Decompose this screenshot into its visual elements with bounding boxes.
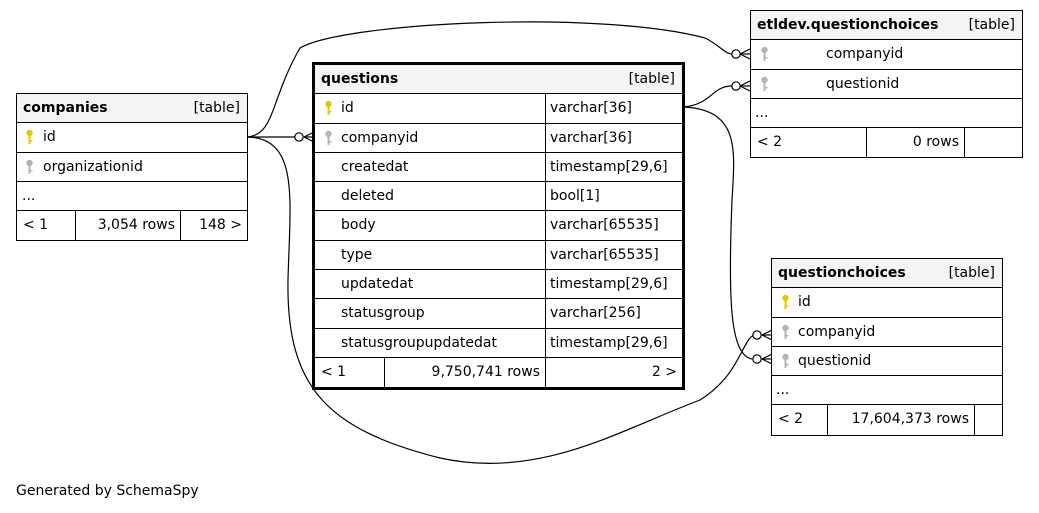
generated-by-credit: Generated by SchemaSpy [16,483,199,499]
row-count: 3,054 rows [75,211,180,241]
prev-count: < 1 [23,217,49,234]
column-type: timestamp[29,6] [545,328,668,357]
column-row[interactable]: createdat timestamp[29,6] [315,152,682,183]
table-header[interactable]: etldev.questionchoices [table] [751,11,1022,41]
column-type: bool[1] [545,182,600,211]
index-key-icon [782,353,789,368]
column-name: body [341,217,376,234]
prev-count: < 2 [778,411,804,428]
column-name: deleted [341,188,394,205]
column-type: varchar[256] [545,299,641,328]
table-name: questionchoices [778,265,906,281]
primary-key-icon [26,130,33,145]
table-name: etldev.questionchoices [757,17,939,33]
table-companies[interactable]: companies [table] id organizationid ... … [16,93,248,242]
column-name: companyid [341,129,419,146]
primary-key-icon [782,295,789,310]
column-type: timestamp[29,6] [545,270,668,299]
row-count: 9,750,741 rows [384,357,545,388]
column-row[interactable]: companyid varchar[36] [315,123,682,153]
table-kind: [table] [968,17,1015,33]
next-count [974,405,1002,435]
column-type: varchar[36] [545,94,632,123]
index-key-icon [782,324,789,339]
row-count: 17,604,373 rows [827,405,974,435]
column-name: id [341,100,354,117]
table-kind: [table] [948,265,995,281]
column-row[interactable]: companyid [772,318,1002,347]
column-name: type [341,246,373,263]
column-row[interactable]: companyid [751,40,1022,70]
table-footer: < 2 0 rows [751,128,1022,158]
table-questions[interactable]: questions [table] id varchar[36] company… [312,62,685,391]
index-key-icon [761,47,768,62]
column-name: updatedat [341,276,414,293]
column-row[interactable]: id varchar[36] [315,94,682,124]
column-type: varchar[65535] [545,211,659,240]
column-row[interactable]: type varchar[65535] [315,240,682,271]
edge-questions-etldev-questionchoices [683,85,733,108]
column-row[interactable]: statusgroup varchar[256] [315,299,682,329]
column-row[interactable]: id [17,123,247,153]
column-name: questionid [798,352,872,369]
more-columns: ... [751,99,1022,129]
column-row[interactable]: questionid [772,347,1002,377]
edge-companies-etldev-questionchoices [246,21,733,138]
column-row[interactable]: deleted bool[1] [315,182,682,212]
column-name: companyid [826,46,904,63]
table-header[interactable]: questionchoices [table] [772,259,1002,289]
prev-count: < 2 [757,134,783,151]
next-count [964,128,1022,158]
edge-companies-questionchoices [246,136,755,465]
index-key-icon [325,130,332,145]
column-name: statusgroupupdatedat [341,334,497,351]
table-footer: < 2 17,604,373 rows [772,405,1002,435]
table-etldev-questionchoices[interactable]: etldev.questionchoices [table] companyid… [750,10,1023,159]
column-name: organizationid [43,158,143,175]
column-name: createdat [341,158,409,175]
more-columns: ... [17,182,247,212]
table-header[interactable]: questions [table] [315,65,682,95]
column-row[interactable]: questionid [751,70,1022,99]
column-row[interactable]: updatedat timestamp[29,6] [315,270,682,300]
table-kind: [table] [628,71,675,87]
column-type: varchar[36] [545,123,632,152]
column-row[interactable]: organizationid [17,153,247,182]
table-name: questions [321,71,399,87]
table-footer: < 1 9,750,741 rows 2 > [315,357,682,388]
column-type: timestamp[29,6] [545,152,668,182]
column-name: questionid [826,75,900,92]
next-count: 2 > [545,357,682,388]
table-header[interactable]: companies [table] [17,94,247,124]
table-kind: [table] [193,100,240,116]
column-type: varchar[65535] [545,240,659,270]
index-key-icon [761,76,768,91]
column-row[interactable]: id [772,288,1002,318]
column-row[interactable]: statusgroupupdatedat timestamp[29,6] [315,328,682,358]
next-count: 148 > [180,211,247,241]
table-questionchoices[interactable]: questionchoices [table] id companyid que… [771,258,1003,436]
index-key-icon [26,159,33,174]
row-count: 0 rows [866,128,964,158]
table-name: companies [23,100,108,116]
table-footer: < 1 3,054 rows 148 > [17,211,247,241]
column-name: statusgroup [341,305,425,322]
more-columns: ... [772,376,1002,406]
column-row[interactable]: body varchar[65535] [315,211,682,241]
prev-count: < 1 [321,363,347,380]
primary-key-icon [325,101,332,116]
column-name: id [43,129,56,146]
column-name: id [798,294,811,311]
edge-questions-questionchoices [683,106,753,360]
column-name: companyid [798,323,876,340]
